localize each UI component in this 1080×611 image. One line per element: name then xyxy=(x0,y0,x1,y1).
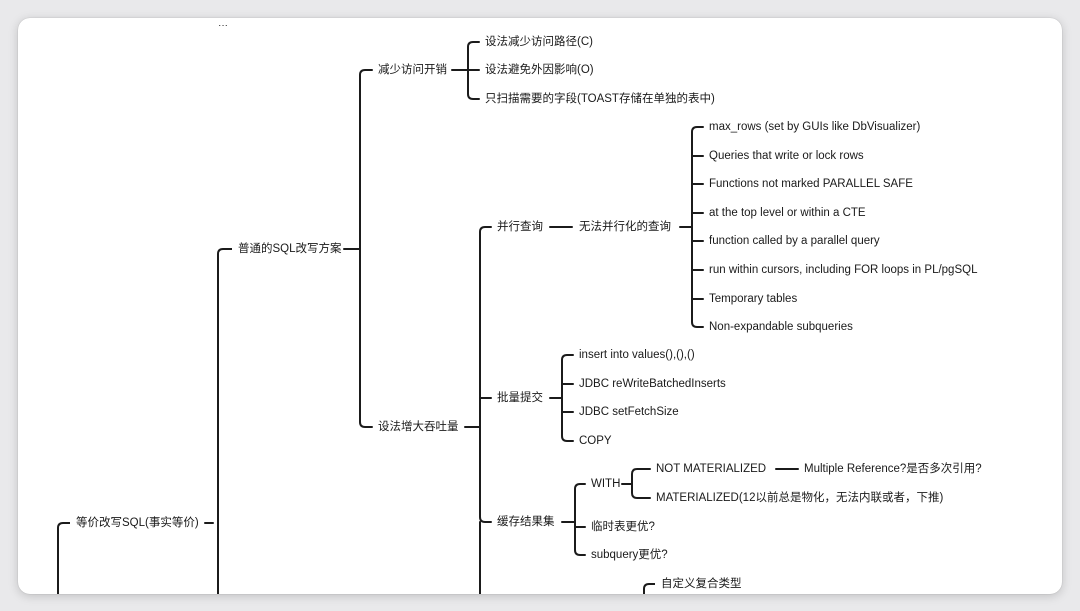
plain-bracket xyxy=(359,69,373,428)
with-bracket xyxy=(631,468,651,499)
node-reduce-path[interactable]: 设法减少访问路径(C) xyxy=(485,36,593,48)
node-np-temp-tables[interactable]: Temporary tables xyxy=(709,293,798,305)
node-not-materialized[interactable]: NOT MATERIALIZED xyxy=(656,463,767,475)
node-bs-fetch[interactable]: JDBC setFetchSize xyxy=(579,406,679,418)
node-np-nonexpand[interactable]: Non-expandable subqueries xyxy=(709,321,853,333)
node-batch-submit[interactable]: 批量提交 xyxy=(497,392,543,404)
clipped-node-text: ... xyxy=(218,18,229,29)
node-with[interactable]: WITH xyxy=(591,478,621,490)
node-np-not-safe[interactable]: Functions not marked PARALLEL SAFE xyxy=(709,178,913,190)
node-custom-composite[interactable]: 自定义复合类型 xyxy=(661,578,742,590)
mindmap-canvas: ... 等价改写SQL(事实等价) 普通的SQL改写方案 减少访问开销 设法增大… xyxy=(18,18,1062,594)
node-parallel-query[interactable]: 并行查询 xyxy=(497,221,543,233)
node-subquery-better[interactable]: subquery更优? xyxy=(591,549,668,561)
node-cache-results[interactable]: 缓存结果集 xyxy=(497,516,555,528)
increase-bracket xyxy=(479,226,492,523)
batch-bracket xyxy=(561,354,574,442)
bottom-bracket xyxy=(643,583,655,594)
nonparallel-bracket xyxy=(691,126,704,328)
node-root[interactable]: 等价改写SQL(事实等价) xyxy=(76,517,199,529)
node-np-write-lock[interactable]: Queries that write or lock rows xyxy=(709,150,864,162)
node-bs-rewrite[interactable]: JDBC reWriteBatchedInserts xyxy=(579,378,726,390)
node-temp-table-better[interactable]: 临时表更优? xyxy=(591,521,655,533)
node-multiple-ref[interactable]: Multiple Reference?是否多次引用? xyxy=(804,463,982,475)
node-non-parallel[interactable]: 无法并行化的查询 xyxy=(579,221,671,233)
node-materialized[interactable]: MATERIALIZED(12以前总是物化，无法内联或者，下推) xyxy=(656,492,944,504)
root-bracket xyxy=(217,248,232,594)
node-np-top-cte[interactable]: at the top level or within a CTE xyxy=(709,207,866,219)
ancestor-bracket xyxy=(57,522,70,594)
node-bs-copy[interactable]: COPY xyxy=(579,435,612,447)
mindmap-connectors xyxy=(57,41,799,594)
node-scan-needed[interactable]: 只扫描需要的字段(TOAST存储在单独的表中) xyxy=(485,93,715,105)
node-avoid-external[interactable]: 设法避免外因影响(O) xyxy=(485,64,594,76)
cache-bracket xyxy=(574,483,586,556)
node-increase-throughput[interactable]: 设法增大吞吐量 xyxy=(378,421,459,433)
node-bs-insert[interactable]: insert into values(),(),() xyxy=(579,349,695,361)
node-plain-sql-rewrite[interactable]: 普通的SQL改写方案 xyxy=(238,243,342,255)
node-np-max-rows[interactable]: max_rows (set by GUIs like DbVisualizer) xyxy=(709,121,921,133)
node-reduce-access[interactable]: 减少访问开销 xyxy=(378,64,447,76)
node-np-cursors[interactable]: run within cursors, including FOR loops … xyxy=(709,264,978,276)
node-np-func-called[interactable]: function called by a parallel query xyxy=(709,235,880,247)
